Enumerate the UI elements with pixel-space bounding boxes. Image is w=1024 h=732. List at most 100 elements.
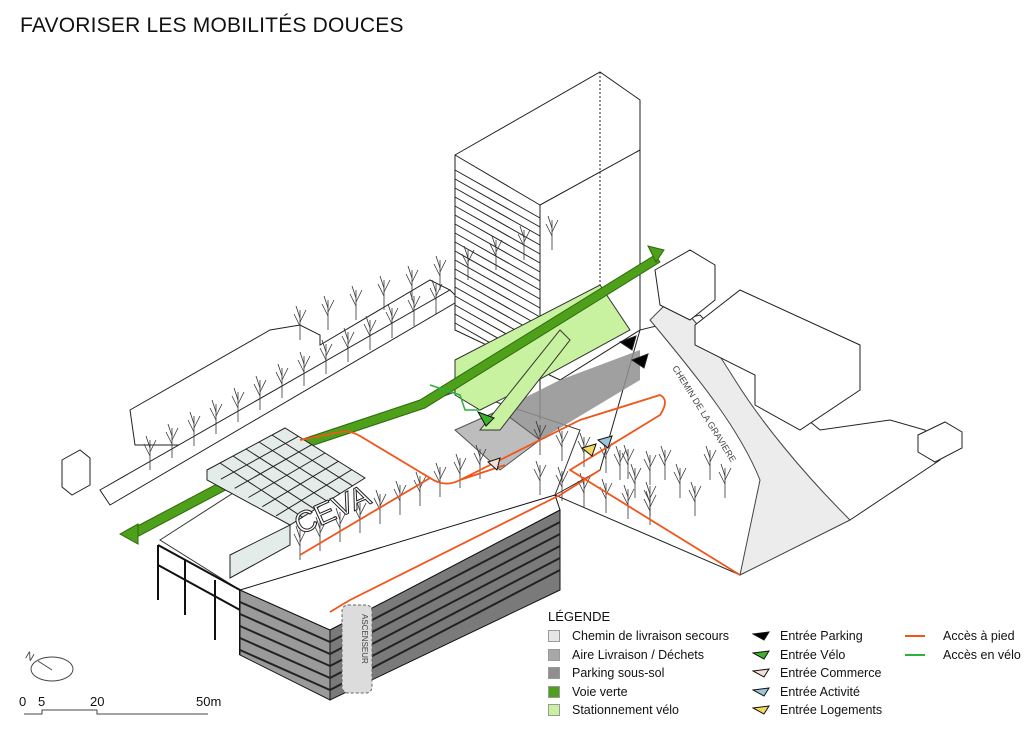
tree-branch bbox=[623, 444, 629, 458]
tower-floor-line bbox=[454, 178, 541, 228]
tree-branch bbox=[555, 474, 563, 488]
legend-label: Accès en vélo bbox=[943, 647, 1021, 662]
tower-floor-line bbox=[454, 214, 541, 264]
tree-branch bbox=[724, 467, 732, 481]
tree-icon bbox=[555, 466, 569, 501]
tree-branch bbox=[379, 493, 387, 507]
tower-floor-line bbox=[454, 277, 541, 327]
tree-branch bbox=[321, 303, 329, 317]
tree-branch bbox=[433, 263, 441, 277]
tree-branch bbox=[615, 445, 621, 459]
legend: LÉGENDE Chemin de livraison secours Aire… bbox=[548, 609, 1021, 717]
parking-entrance-marker bbox=[618, 335, 637, 351]
tree-branch bbox=[231, 395, 239, 409]
tree-branch bbox=[630, 463, 636, 477]
tree-branch bbox=[623, 484, 629, 498]
tree-branch bbox=[407, 299, 415, 313]
tree-branch bbox=[547, 215, 553, 229]
tree-branch bbox=[415, 471, 421, 485]
tree-branch bbox=[643, 489, 651, 503]
tree-icon bbox=[658, 445, 672, 480]
tree-branch bbox=[209, 407, 217, 421]
tree-branch bbox=[439, 259, 447, 273]
tree-branch bbox=[351, 285, 357, 299]
tree-icon bbox=[293, 305, 307, 340]
tree-branch bbox=[545, 223, 553, 237]
line-swatch-pied bbox=[905, 635, 925, 638]
tree-branch bbox=[435, 462, 441, 476]
legend-areas: Chemin de livraison secours Aire Livrais… bbox=[548, 627, 729, 720]
legend-item: Entrée Commerce bbox=[752, 664, 882, 683]
right-building-2 bbox=[694, 289, 861, 431]
tree-branch bbox=[335, 507, 341, 521]
legend-label: Chemin de livraison secours bbox=[572, 629, 730, 644]
legend-item: Entrée Activité bbox=[752, 683, 882, 702]
tree-branch bbox=[473, 452, 481, 466]
tree-branch bbox=[277, 363, 283, 377]
bike-parking-ramp bbox=[478, 329, 571, 431]
tree-branch bbox=[619, 449, 627, 463]
tree-icon bbox=[253, 375, 267, 410]
tree-branch bbox=[577, 440, 585, 454]
legend-lines: Accès à pied Accès en vélo bbox=[905, 627, 1021, 664]
tree-branch bbox=[535, 460, 541, 474]
tree-icon bbox=[349, 285, 363, 320]
tree-branch bbox=[645, 450, 651, 464]
tree-branch bbox=[377, 283, 385, 297]
tree-icon bbox=[187, 411, 201, 446]
tree-branch bbox=[690, 481, 696, 495]
tower-floor-line bbox=[454, 259, 541, 309]
tree-branch bbox=[347, 331, 355, 345]
tree-icon bbox=[461, 245, 475, 280]
tree-branch bbox=[489, 243, 497, 257]
tree-branch bbox=[561, 430, 569, 444]
tree-branch bbox=[295, 305, 301, 319]
tree-icon bbox=[433, 255, 447, 290]
tower-floor-line bbox=[454, 187, 541, 237]
north-label: N bbox=[23, 650, 36, 664]
tree-branch bbox=[658, 453, 666, 467]
tree-branch bbox=[664, 449, 672, 463]
tree-branch bbox=[649, 485, 657, 499]
line-swatch-velo bbox=[905, 653, 925, 656]
tree-branch bbox=[579, 432, 585, 446]
tower-floor-line bbox=[454, 196, 541, 246]
tree-branch bbox=[703, 453, 711, 467]
tree-icon bbox=[385, 303, 399, 338]
tree-branch bbox=[435, 255, 441, 269]
tree-branch bbox=[645, 481, 651, 495]
tree-icon bbox=[673, 463, 687, 498]
scale-bar bbox=[24, 709, 208, 715]
tree-branch bbox=[551, 219, 559, 233]
tree-branch bbox=[557, 426, 563, 440]
tree-branch bbox=[455, 453, 461, 467]
tree-branch bbox=[718, 471, 726, 485]
tree-icon bbox=[613, 445, 627, 480]
tree-branch bbox=[679, 467, 687, 481]
tree-icon bbox=[489, 235, 503, 270]
tree-branch bbox=[303, 355, 311, 369]
legend-label: Entrée Parking bbox=[780, 629, 863, 644]
parking-floor-line bbox=[239, 601, 331, 643]
entrance-triangle-icon bbox=[752, 631, 770, 641]
swatch-voie-verte bbox=[548, 685, 560, 698]
tree-branch bbox=[327, 299, 335, 313]
tree-branch bbox=[253, 383, 261, 397]
entrance-triangle-icon bbox=[752, 705, 770, 715]
tree-branch bbox=[259, 379, 267, 393]
tree-icon bbox=[165, 423, 179, 458]
tree-branch bbox=[319, 347, 327, 361]
legend-label: Entrée Logements bbox=[780, 703, 883, 718]
tree-icon bbox=[453, 453, 467, 488]
tree-branch bbox=[171, 427, 179, 441]
tree-branch bbox=[523, 229, 531, 243]
parking-floor-line bbox=[239, 625, 331, 667]
legend-item: Voie verte bbox=[548, 683, 729, 702]
legend-label: Parking sous-sol bbox=[572, 666, 665, 681]
tree-branch bbox=[319, 520, 327, 534]
tree-icon bbox=[718, 463, 732, 498]
tree-branch bbox=[413, 295, 421, 309]
tree-branch bbox=[383, 279, 391, 293]
tree-branch bbox=[461, 253, 469, 267]
